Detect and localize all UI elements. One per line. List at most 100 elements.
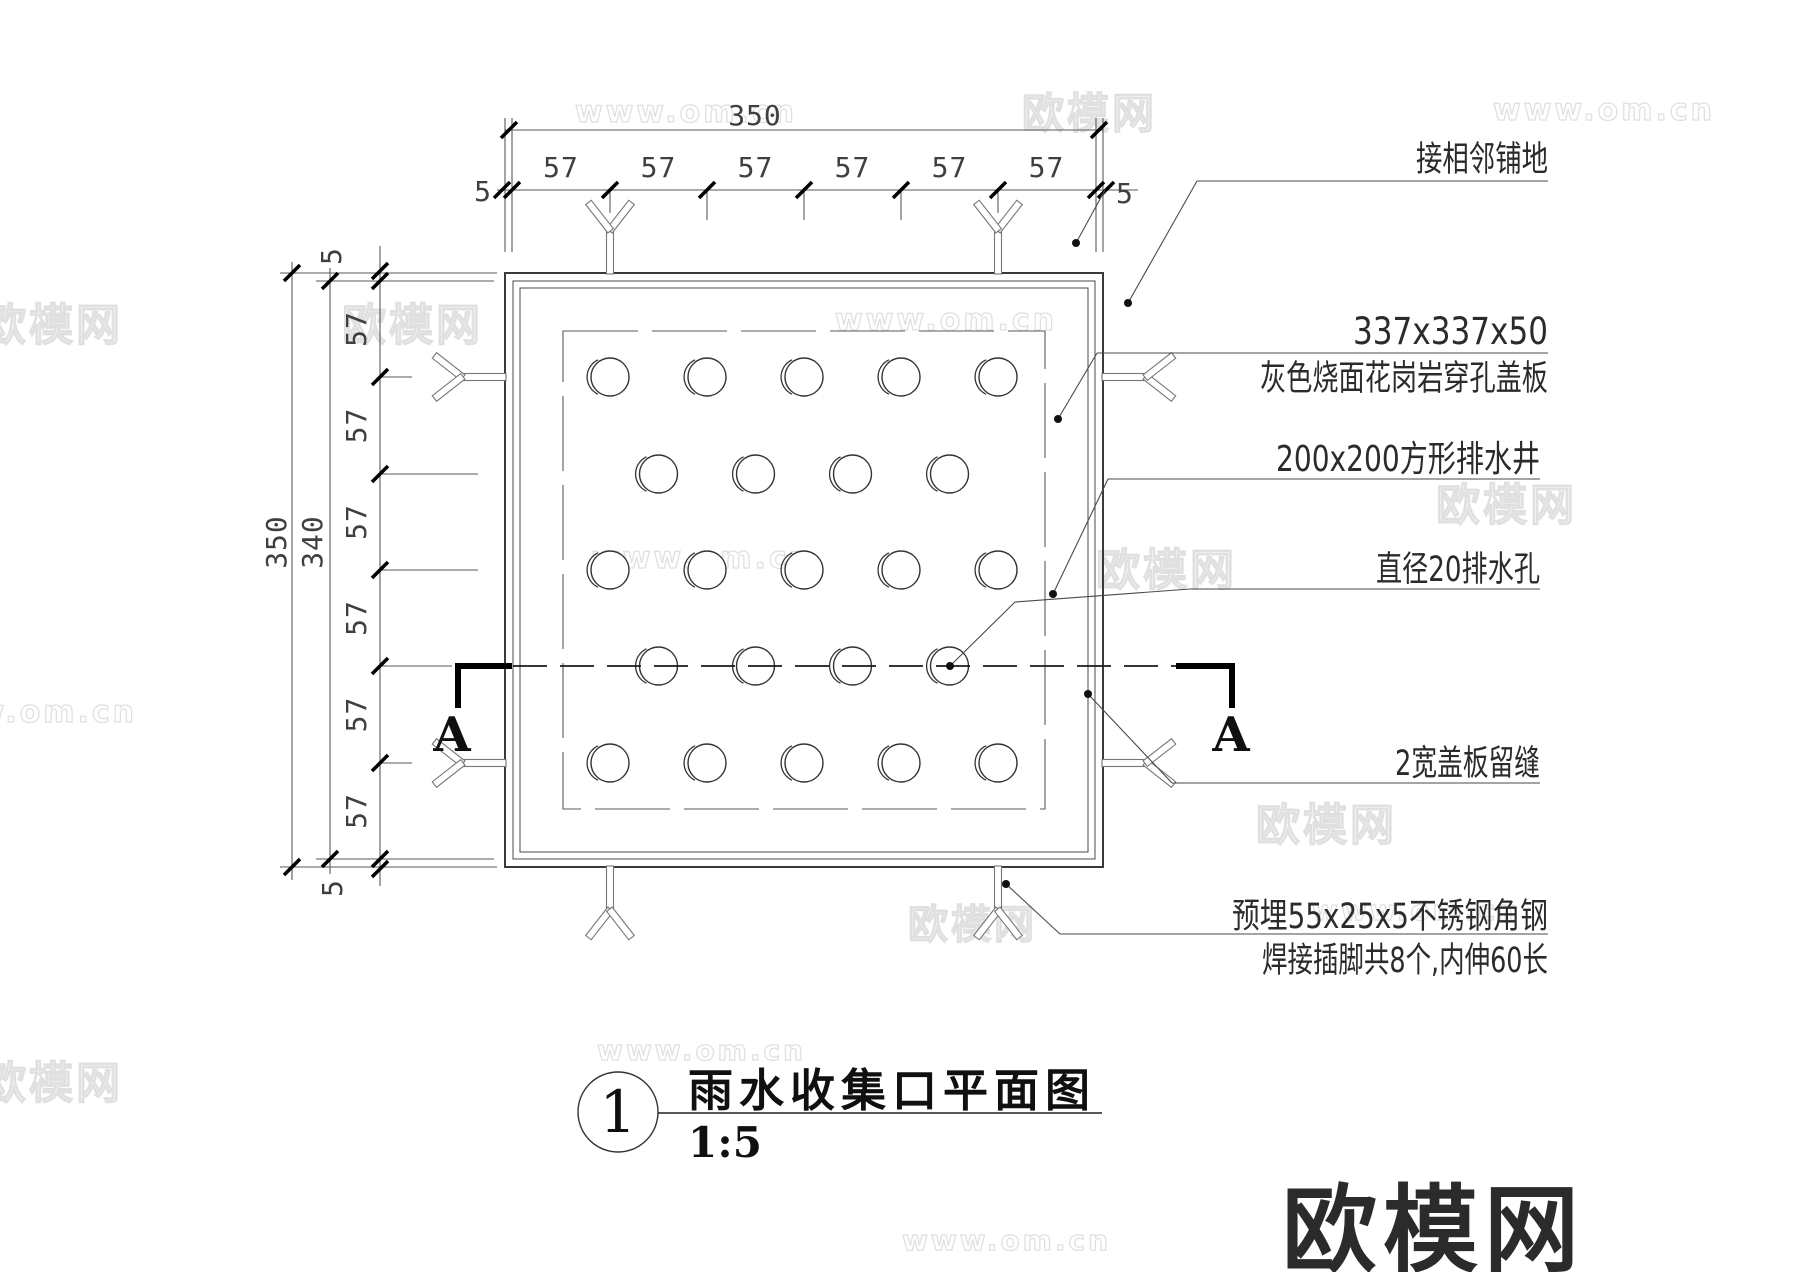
drain-hole (929, 454, 970, 494)
drain-hole-shade (828, 456, 841, 492)
dim-tick (370, 560, 390, 580)
dim-tick (370, 753, 390, 773)
anchor-stem (993, 228, 1003, 275)
dim-segment-label: 57 (340, 408, 373, 444)
anchor-arm (993, 906, 1024, 941)
dim-tick (370, 656, 390, 676)
dim-segment-label: 57 (340, 793, 373, 829)
annotation-text: 焊接插脚共8个,内伸60长 (1262, 941, 1548, 981)
well-outer-frame (504, 272, 1104, 868)
leader-dot (1054, 415, 1062, 423)
dim-tick (1096, 180, 1116, 200)
cover-plate-inner-edge (519, 287, 1089, 853)
section-cut: A A (432, 663, 1250, 763)
section-label-right: A (1211, 707, 1250, 763)
anchor-leg-icon (1101, 737, 1177, 789)
annotation-text: 200x200方形排水井 (1276, 439, 1540, 480)
anchor-arm (1142, 737, 1177, 768)
section-marker-right (1176, 663, 1235, 708)
dim-tick (600, 180, 620, 200)
dim-segment-label: 57 (340, 697, 373, 733)
dim-tick (891, 180, 911, 200)
annotation-text: 灰色烧面花岗岩穿孔盖板 (1260, 359, 1548, 399)
leader-dot (1072, 239, 1080, 247)
site-logo: 欧模网 (1282, 1176, 1585, 1272)
annotation-text: 预埋55x25x5不锈钢角钢 (1232, 897, 1548, 937)
watermark: www.om.cn (0, 695, 137, 730)
title-block: 1 雨水收集口平面图 1:5 (577, 1064, 1102, 1167)
drain-hole (590, 743, 630, 783)
drain-hole-shade (780, 552, 793, 588)
watermark: www.om.cn (902, 1224, 1111, 1257)
anchor-arm (431, 372, 466, 403)
dim-edge-label: 5 (316, 879, 349, 897)
dim-tick (988, 180, 1008, 200)
drain-hole-shade (634, 456, 647, 492)
drain-hole-shade (683, 552, 696, 588)
watermark: 欧模网 (0, 1058, 123, 1109)
section-label-left: A (432, 707, 471, 763)
drain-plan-square (504, 272, 1104, 868)
leader-dot (1049, 590, 1057, 598)
drain-hole-shade (683, 359, 696, 395)
anchor-legs (431, 199, 1177, 941)
anchor-stem (605, 865, 615, 912)
watermark: 欧模网 (1256, 800, 1397, 851)
dim-tick (370, 271, 390, 291)
dim-tick (320, 271, 340, 291)
dim-tick (320, 849, 340, 869)
dim-segment-label: 57 (543, 151, 579, 184)
anchor-leg-icon (972, 199, 1024, 275)
watermark: 欧模网 (1022, 89, 1157, 138)
anchor-arm (972, 199, 1003, 234)
watermark: 欧模网 (908, 902, 1037, 948)
dim-tick (1086, 180, 1106, 200)
dim-segment-label: 57 (738, 151, 774, 184)
dim-tick (370, 261, 390, 281)
drain-hole-shade (974, 359, 987, 395)
drawing-scale: 1:5 (688, 1118, 762, 1167)
watermark: www.om.cn (575, 95, 797, 130)
drain-hole-shade (925, 456, 938, 492)
watermark: www.om.cn (597, 1034, 806, 1067)
dim-tick (492, 180, 512, 200)
dim-tick (282, 857, 302, 877)
detail-number: 1 (600, 1078, 637, 1146)
dim-edge-label: 5 (315, 247, 348, 265)
detail-number-bubble (577, 1071, 659, 1153)
annotation-text: 337x337x50 (1353, 310, 1548, 353)
drain-hole (881, 550, 921, 590)
drain-hole (784, 357, 824, 397)
anchor-leg-icon (431, 737, 507, 789)
leader-dot (1002, 880, 1010, 888)
dim-segment-label: 57 (641, 151, 677, 184)
anchor-leg-icon (1101, 351, 1177, 403)
drain-hole (978, 550, 1018, 590)
dim-left-inner-label: 340 (296, 515, 329, 569)
anchor-arm (431, 758, 466, 789)
drain-hole (590, 550, 630, 590)
annotation-leaders: 接相邻铺地 337x337x50 灰色烧面花岗岩穿孔盖板 200x200方形排水… (946, 140, 1548, 981)
dim-tick (499, 120, 519, 140)
dim-tick (697, 180, 717, 200)
watermark: www.om.cn (835, 303, 1057, 338)
drain-hole-shade (683, 745, 696, 781)
watermark: www.om.cn (1312, 894, 1521, 927)
anchor-leg-icon (584, 865, 636, 941)
dim-tick (794, 180, 814, 200)
drain-hole-shade (877, 745, 890, 781)
dim-tick (502, 180, 522, 200)
drain-hole (978, 743, 1018, 783)
annotation-text: 接相邻铺地 (1416, 140, 1548, 180)
watermark: 欧模网 (1436, 480, 1577, 531)
dimension-lines: 350 350 340 (260, 99, 1138, 886)
watermark: 欧模网 (1096, 545, 1237, 596)
dim-tick (370, 367, 390, 387)
dim-tick (370, 464, 390, 484)
drawing-title: 雨水收集口平面图 (688, 1064, 1096, 1117)
drain-hole (784, 550, 824, 590)
anchor-leg-icon (584, 199, 636, 275)
cover-plate-edge (512, 280, 1096, 860)
